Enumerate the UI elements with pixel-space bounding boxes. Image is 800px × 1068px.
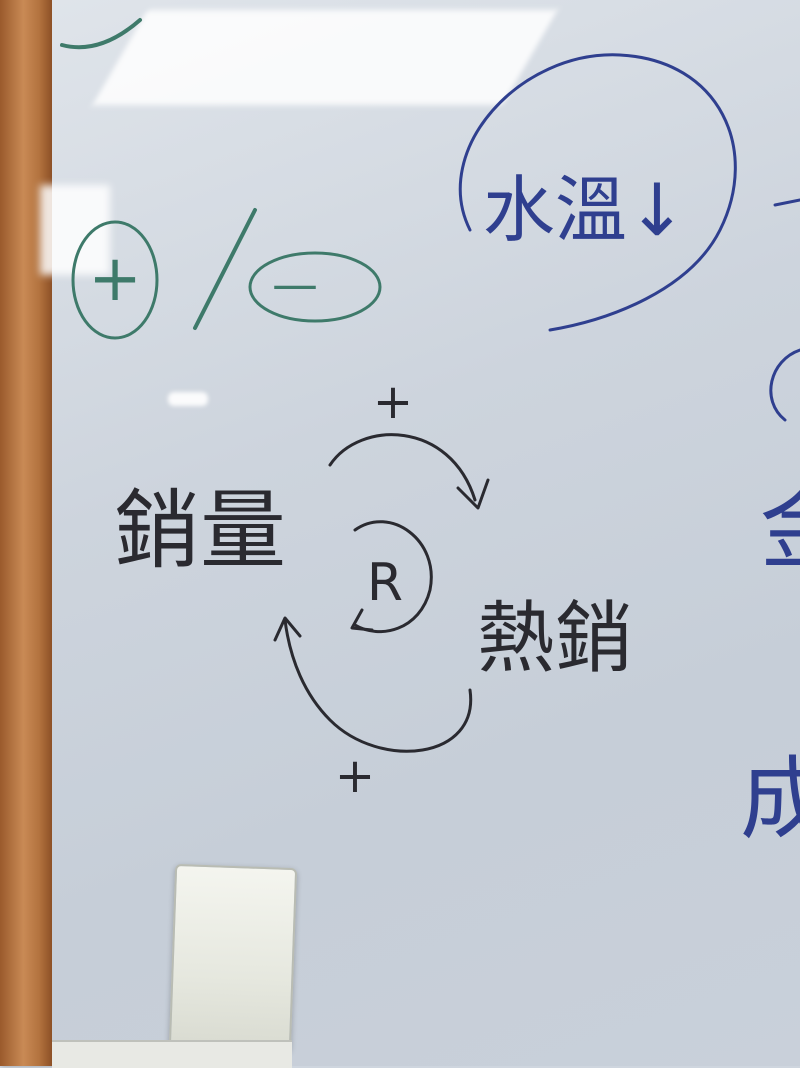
minus-ellipse	[248, 251, 382, 323]
wooden-frame	[0, 0, 52, 1066]
hot-sales-label: 熱銷	[477, 594, 633, 684]
arrowhead	[273, 616, 302, 642]
whiteboard-eraser	[168, 863, 298, 1053]
bottom-arrow-sign: +	[335, 748, 375, 804]
top-link-arrow	[328, 433, 477, 502]
loop-circle	[353, 520, 433, 634]
partial-stroke	[60, 18, 142, 50]
top-arrow-sign: +	[373, 374, 413, 430]
reinforcing-loop-label: R	[367, 553, 403, 613]
water-temp-note: 水溫↓	[483, 168, 687, 252]
light-glare	[168, 392, 208, 406]
plus-circle	[71, 220, 159, 340]
sales-label: 銷量	[114, 481, 286, 581]
arrowhead	[456, 478, 490, 510]
edge-character: 金	[760, 477, 800, 582]
marker-tray	[52, 1040, 292, 1068]
arrowhead	[350, 608, 374, 632]
bottom-link-arrow	[283, 618, 473, 753]
slash-divider	[193, 208, 257, 330]
partial-stroke	[769, 348, 800, 422]
plus-symbol: +	[88, 242, 142, 316]
partial-stroke	[773, 198, 800, 207]
edge-character: 成	[740, 747, 800, 852]
water-temp-circle	[458, 53, 737, 332]
minus-symbol: —	[272, 257, 318, 311]
